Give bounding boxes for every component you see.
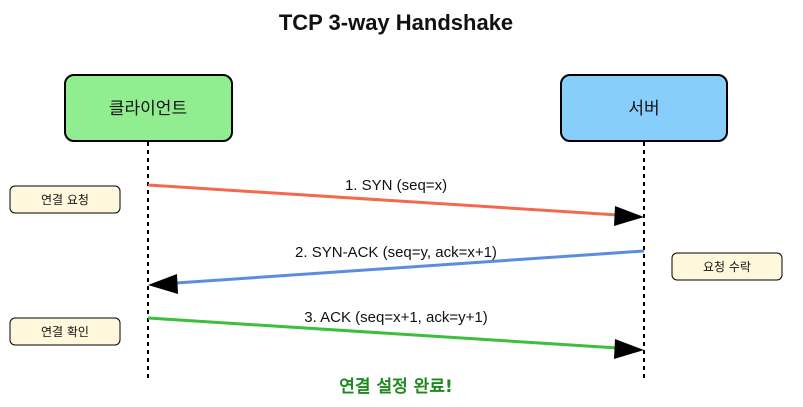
server-actor-label: 서버: [628, 99, 659, 119]
client-actor-label: 클라이언트: [109, 99, 187, 119]
message-ack: 3. ACK (seq=x+1, ack=y+1): [147, 309, 644, 359]
note-request-accept-label: 요청 수락: [703, 260, 751, 274]
client-actor-box: [64, 74, 233, 142]
server-actor-box: [560, 74, 728, 142]
syn-arrowhead: [614, 206, 644, 226]
note-request-accept-box: [671, 252, 783, 281]
message-syn: 1. SYN (seq=x): [147, 177, 644, 226]
ack-arrow-line: [147, 316, 619, 350]
ack-label: 3. ACK (seq=x+1, ack=y+1): [304, 309, 487, 326]
server-actor: 서버: [560, 74, 728, 142]
diagram-title: TCP 3-way Handshake: [279, 10, 513, 35]
syn-ack-arrowhead: [148, 274, 178, 294]
note-connect-request-box: [9, 185, 121, 214]
note-connect-request-label: 연결 요청: [41, 193, 89, 207]
note-connect-request: 연결 요청: [9, 185, 121, 214]
note-request-accept: 요청 수락: [671, 252, 783, 281]
completion-text: 연결 설정 완료!: [339, 377, 452, 397]
note-connect-confirm: 연결 확인: [9, 317, 121, 346]
note-connect-confirm-box: [9, 317, 121, 346]
client-actor: 클라이언트: [64, 74, 233, 142]
syn-ack-label: 2. SYN-ACK (seq=y, ack=x+1): [295, 244, 497, 261]
syn-label: 1. SYN (seq=x): [345, 177, 447, 194]
ack-arrowhead: [614, 339, 644, 359]
message-syn-ack: 2. SYN-ACK (seq=y, ack=x+1): [148, 244, 645, 294]
note-connect-confirm-label: 연결 확인: [41, 325, 89, 339]
syn-arrow-line: [147, 183, 619, 217]
syn-ack-arrow-line: [175, 249, 645, 285]
